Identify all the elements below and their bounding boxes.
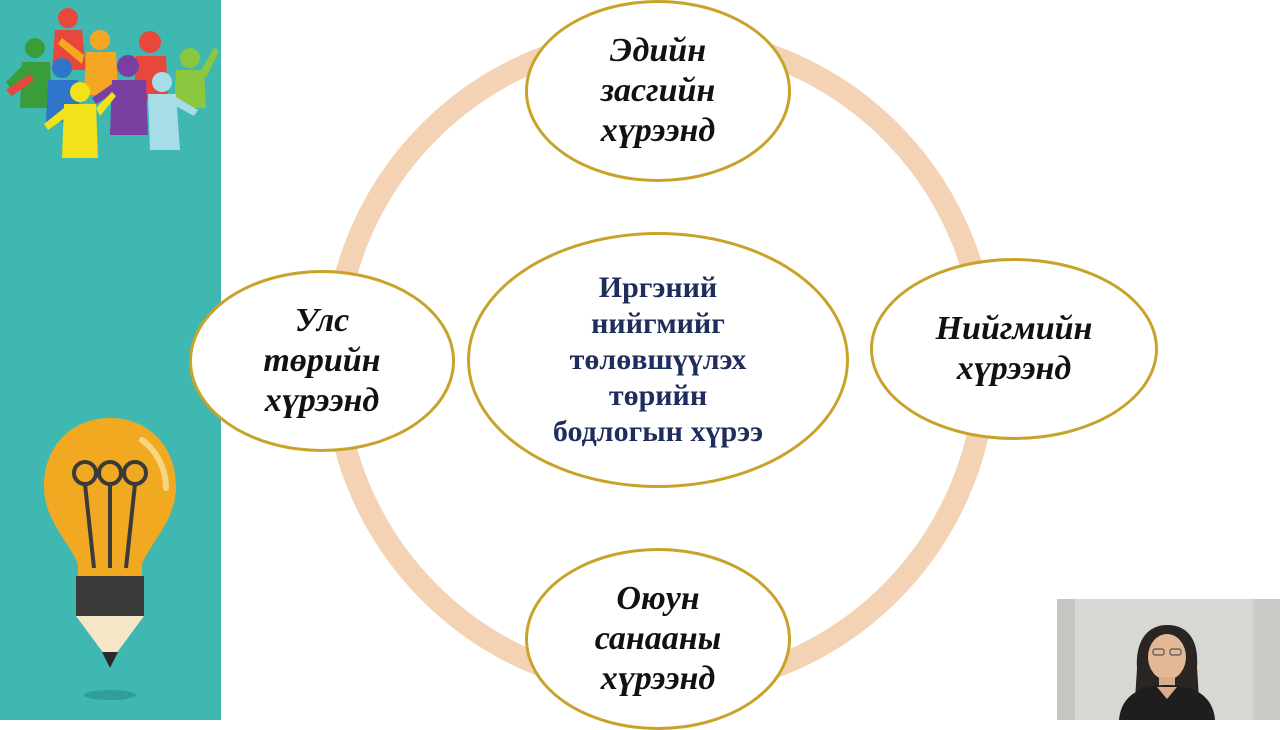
node-political-sphere: Улс төрийн хүрээнд — [189, 270, 455, 452]
lightbulb-pencil-icon — [44, 418, 176, 700]
node-economic-label: Эдийн засгийн хүрээнд — [600, 32, 716, 149]
people-group-icon — [6, 8, 219, 158]
node-social-label: Нийгмийн хүрээнд — [935, 310, 1093, 387]
node-center-policy: Иргэний нийгмийг төлөвшүүлэх төрийн бодл… — [467, 232, 849, 488]
sidebar-panel — [0, 0, 221, 720]
node-spiritual-sphere: Оюун санааны хүрээнд — [525, 548, 791, 730]
node-spiritual-label: Оюун санааны хүрээнд — [594, 580, 722, 697]
node-social-sphere: Нийгмийн хүрээнд — [870, 258, 1158, 440]
webcam-overlay — [1057, 599, 1280, 720]
node-political-label: Улс төрийн хүрээнд — [263, 302, 381, 419]
presenter-video-icon — [1057, 599, 1280, 720]
node-economic-sphere: Эдийн засгийн хүрээнд — [525, 0, 791, 182]
node-center-label: Иргэний нийгмийг төлөвшүүлэх төрийн бодл… — [552, 271, 764, 448]
